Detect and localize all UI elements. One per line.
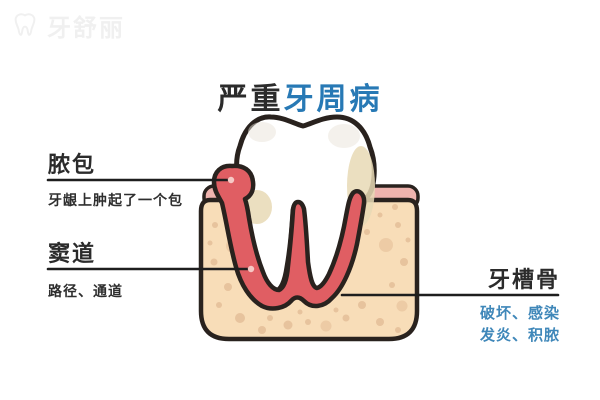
inflamed-tissue-shape (211, 163, 367, 311)
page-title: 严重牙周病 (0, 74, 600, 118)
alveolar-bone-details: 破坏、感染 发炎、积脓 (480, 303, 560, 347)
callout-lines (46, 176, 560, 297)
sinus-sublabel: 路径、通道 (48, 283, 123, 299)
callout-abscess: 脓包 牙龈上肿起了一个包 (48, 147, 183, 210)
sinus-label: 窦道 (48, 241, 97, 266)
callout-sinus-tract: 窦道 路径、通道 (48, 236, 123, 301)
sinus-line-endpoint (247, 265, 255, 273)
title-normal: 严重 (217, 83, 284, 116)
abscess-line-endpoint (227, 176, 235, 184)
alveolar-bone-label: 牙槽骨 (487, 267, 560, 292)
title-highlight: 牙周病 (283, 83, 383, 116)
abscess-label: 脓包 (48, 152, 97, 177)
callout-alveolar-bone: 牙槽骨 破坏、感染 发炎、积脓 (480, 262, 560, 347)
alveolar-bone-detail-line: 破坏、感染 (479, 305, 560, 322)
tooth-logo-icon (14, 12, 36, 36)
brand-name: 牙舒丽 (47, 15, 125, 42)
alveolar-bone-detail-line: 发炎、积脓 (479, 327, 560, 344)
abscess-sublabel: 牙龈上肿起了一个包 (48, 192, 183, 208)
brand-watermark: 牙舒丽 (10, 8, 125, 43)
